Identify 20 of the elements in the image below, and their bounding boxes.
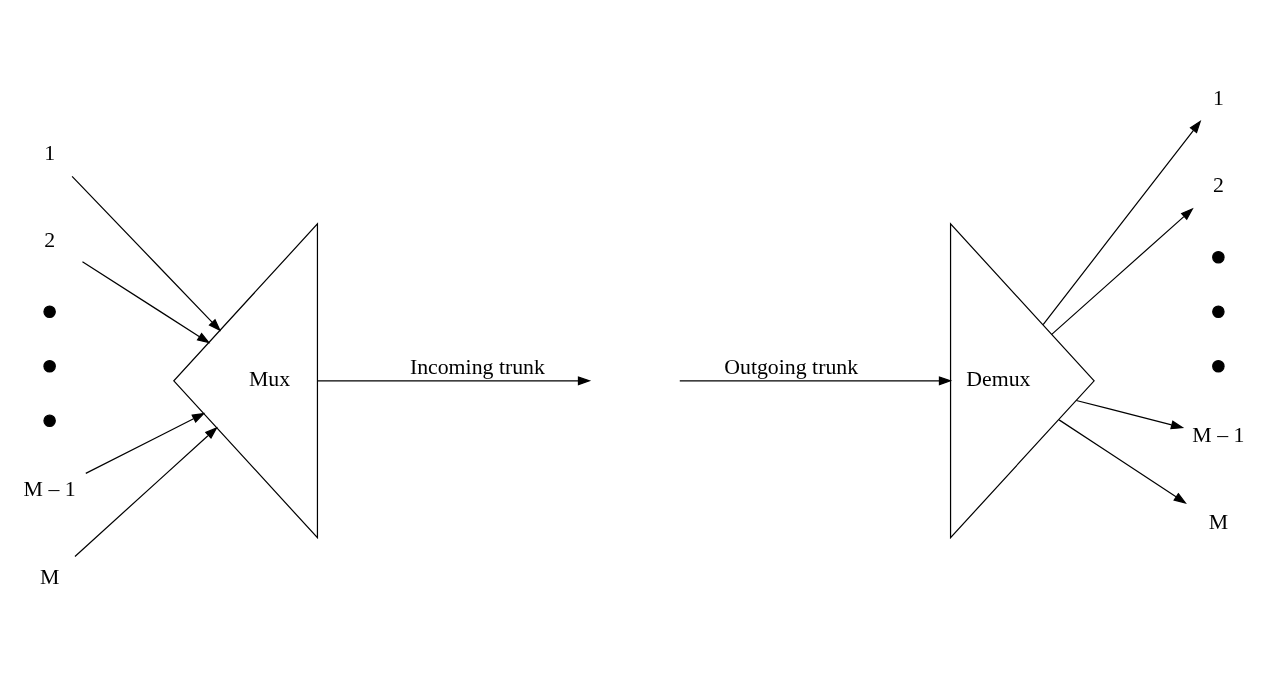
node-text: 1 [1212, 85, 1224, 110]
edge-label: Incoming trunk [409, 354, 545, 379]
arrow [316, 375, 592, 385]
edge-label: Outgoing trunk [724, 354, 859, 379]
node-text: M – 1 [1192, 422, 1245, 447]
arrow [1042, 119, 1202, 325]
node-text: 1 [44, 140, 56, 165]
arrow [679, 375, 953, 385]
arrow [74, 426, 218, 557]
arrow [85, 412, 206, 474]
arrow [1058, 418, 1187, 504]
node-text: M [39, 564, 60, 589]
arrow [1075, 399, 1185, 429]
node-text: 2 [44, 227, 56, 252]
node-text: 2 [1212, 172, 1224, 197]
arrow [71, 175, 222, 332]
node-text: M [1208, 509, 1229, 534]
node-text: M – 1 [23, 476, 76, 501]
arrow [81, 260, 211, 344]
arrow [1051, 207, 1194, 335]
